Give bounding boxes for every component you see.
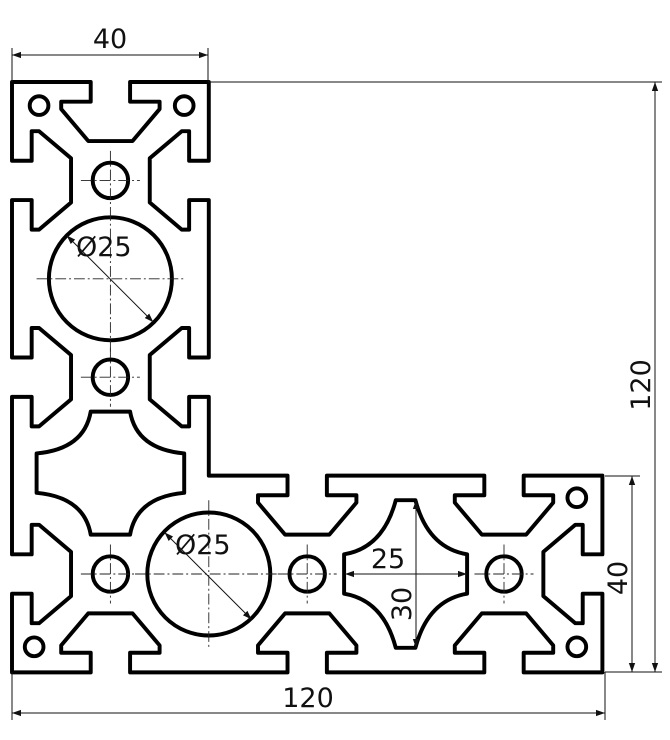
dimension-label: 120 [626,359,657,411]
dimension-bottom-120: 120 [11,672,606,720]
dimension-label: 25 [371,544,405,575]
dimension-bore-lower: Ø25 [164,530,252,620]
dimension-label: 120 [282,683,334,714]
cavity-octagon-upper [34,409,187,537]
dimension-label: Ø25 [76,232,132,263]
corner-hole [565,635,589,659]
dimension-label: 30 [387,587,418,621]
profile-section [10,80,605,675]
corner-hole [172,94,196,117]
dimension-label: 40 [603,561,634,595]
dimension-label: Ø25 [175,530,231,561]
dimension-right-40: 40 [603,475,640,672]
center-lines [36,150,534,648]
corner-hole [22,635,46,659]
profile-outline [10,80,605,675]
corner-hole [27,94,51,117]
dimension-top-40: 40 [11,24,209,82]
dimension-label: 40 [93,24,127,55]
corner-hole [565,486,589,510]
dimension-bore-upper: Ø25 [66,232,154,323]
dimension-right-120: 120 [208,81,662,673]
dimension-cavity: 25 30 [345,500,467,648]
